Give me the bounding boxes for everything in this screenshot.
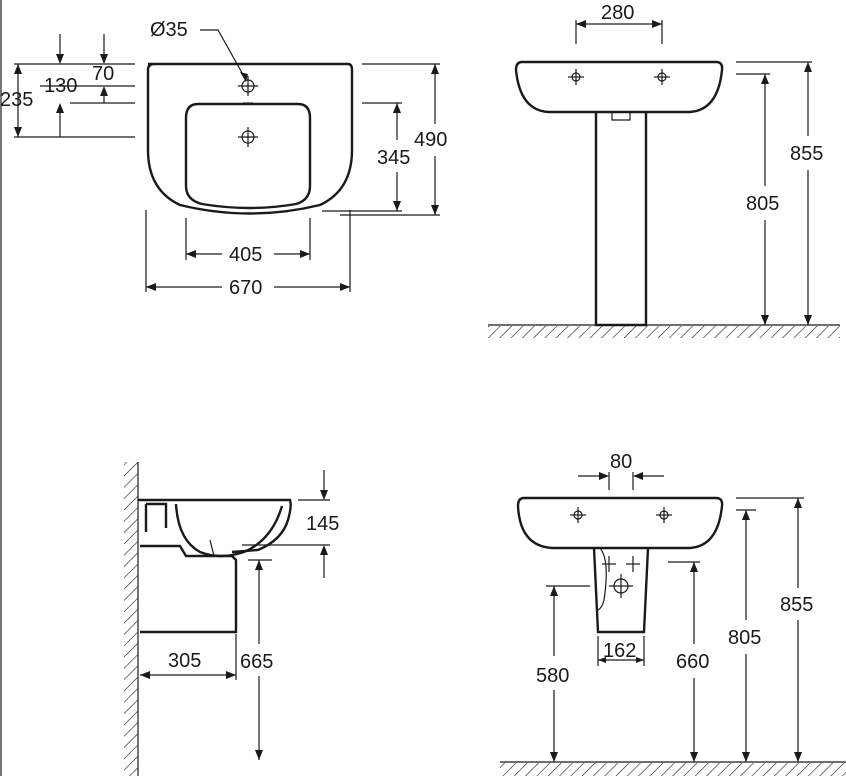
front-semi-pedestal-view: 80 162 580 660 805: [500, 451, 846, 776]
dim-490-label: 490: [414, 129, 447, 151]
dim-660-label: 660: [676, 651, 709, 673]
dim-80-label: 80: [610, 451, 632, 473]
basin-bowl: [184, 102, 312, 210]
tap-hole-diameter-label: Ø35: [150, 19, 188, 41]
dim-235-label: 235: [0, 89, 33, 111]
dim-145-label: 145: [306, 513, 339, 535]
basin-front-2: [516, 496, 724, 550]
dim-665-label: 665: [240, 651, 273, 673]
dim-305-label: 305: [168, 650, 201, 672]
dim-805-label-2: 805: [728, 627, 761, 649]
dim-805-label: 805: [746, 193, 779, 215]
pedestal: [594, 112, 648, 327]
basin-outline: [146, 62, 354, 215]
semi-pedestal-side: [140, 544, 238, 634]
dim-670-label: 670: [229, 277, 262, 299]
dim-855-label: 855: [790, 143, 823, 165]
dim-855-label-2: 855: [780, 594, 813, 616]
side-semi-pedestal-view: 145 305 665: [124, 462, 339, 776]
dim-162-label: 162: [603, 640, 636, 662]
dim-70-label: 70: [92, 63, 114, 85]
basin-side: [138, 498, 292, 554]
dim-580-label: 580: [536, 665, 569, 687]
dim-405-label: 405: [229, 244, 262, 266]
basin-front: [514, 60, 724, 114]
dim-280-label: 280: [601, 2, 634, 24]
front-pedestal-view: 280 855 805: [488, 2, 840, 338]
top-view: Ø35 130 70 235 345 490: [0, 19, 447, 299]
dim-345-label: 345: [377, 147, 410, 169]
dim-130-label: 130: [44, 75, 77, 97]
semi-pedestal-front: [592, 547, 650, 634]
